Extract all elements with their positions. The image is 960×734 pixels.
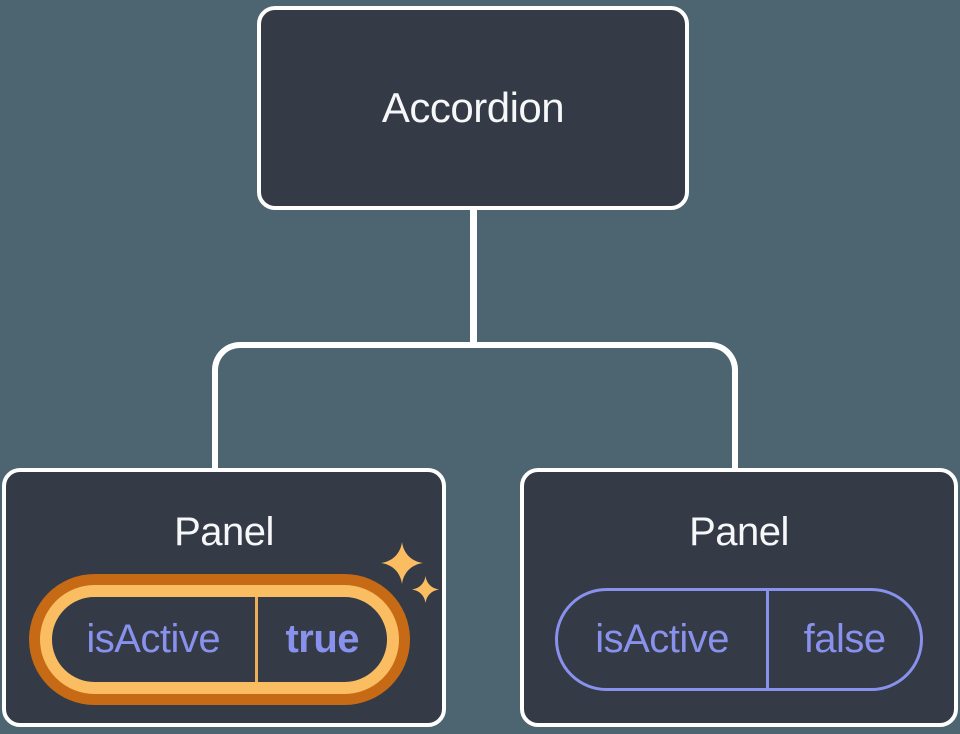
accordion-node: Accordion [257, 6, 689, 210]
sparkle-small-icon [412, 576, 439, 603]
connector-branch [212, 342, 738, 470]
state-value-label: true [285, 617, 360, 661]
panel-label: Panel [689, 510, 789, 554]
panel-node-inactive: Panel isActive false [520, 468, 958, 727]
state-value-label: false [803, 617, 886, 661]
connector-stem [470, 208, 477, 346]
state-pill-active: isActive true [40, 585, 399, 694]
panel-label: Panel [174, 510, 274, 554]
state-name-label: isActive [52, 597, 258, 682]
state-pill-inactive: isActive false [555, 588, 923, 691]
accordion-label: Accordion [381, 84, 565, 131]
panel-node-active: Panel isActive true [2, 468, 446, 727]
state-name-label: isActive [558, 591, 770, 688]
